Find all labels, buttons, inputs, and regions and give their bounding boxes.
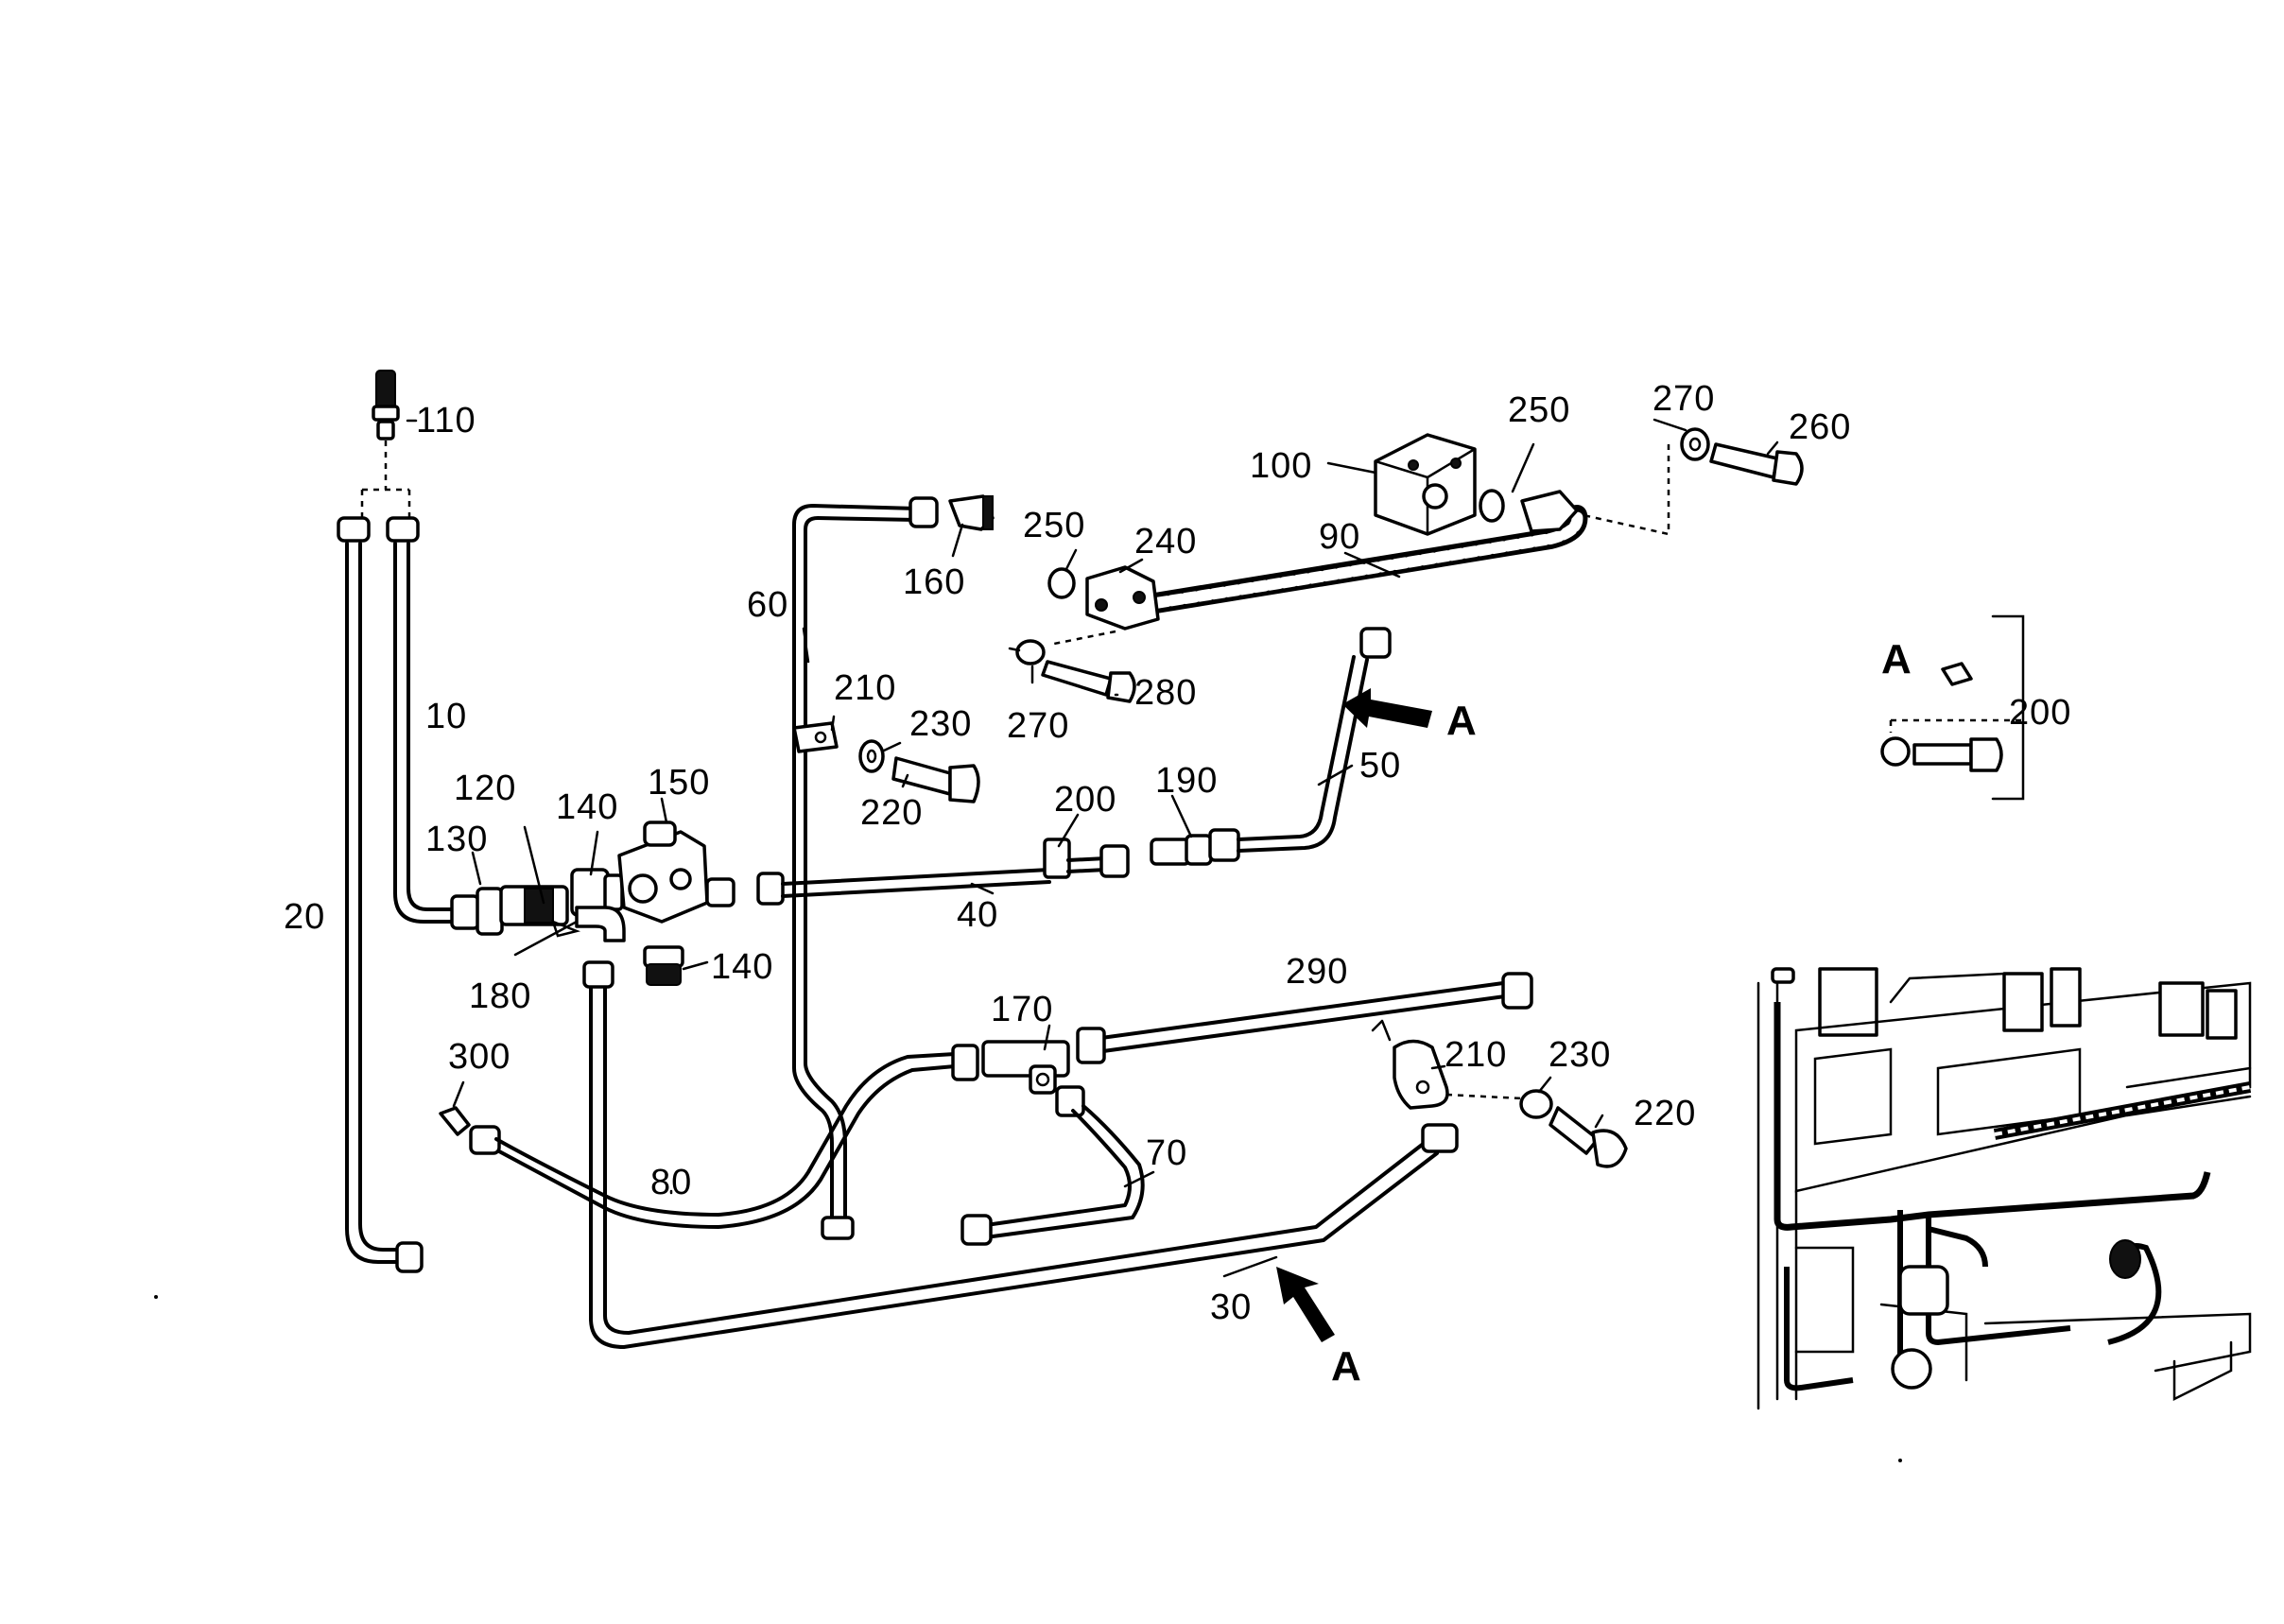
- callout-150: 150: [648, 763, 710, 803]
- callout-220-upper: 220: [860, 793, 923, 833]
- callout-270-right: 270: [1652, 379, 1715, 419]
- callout-20: 20: [284, 897, 325, 937]
- callout-130: 130: [425, 820, 488, 859]
- view-arrow-lower: [1276, 1267, 1335, 1342]
- callout-190: 190: [1155, 761, 1218, 801]
- callout-200-detail: 200: [2009, 693, 2071, 733]
- callout-200-pipe: 200: [1054, 780, 1116, 820]
- scan-speck: [154, 1295, 158, 1299]
- fitting-120: [499, 885, 581, 938]
- pipe-80: [469, 1044, 979, 1229]
- elbow-180: [575, 906, 626, 942]
- callout-270-left: 270: [1007, 706, 1069, 746]
- callout-30: 30: [1210, 1287, 1252, 1327]
- detail-a: [1880, 614, 2025, 801]
- callout-40: 40: [957, 895, 998, 935]
- callout-160: 160: [903, 562, 965, 602]
- pipe-30: [582, 960, 1459, 1349]
- washer-270-right: [1583, 427, 1710, 536]
- callout-220-lower: 220: [1634, 1094, 1696, 1133]
- o-ring-250-right: [1479, 489, 1505, 523]
- view-label-a-lower: A: [1331, 1343, 1361, 1390]
- fitting-140-lower: [643, 945, 684, 986]
- callout-120: 120: [454, 769, 516, 808]
- callout-230-lower: 230: [1549, 1035, 1611, 1075]
- hose-90: [1133, 490, 1588, 615]
- clamp-210-upper: [792, 721, 839, 753]
- valve-150: [617, 821, 709, 924]
- pipe-40: [705, 838, 1130, 907]
- washer-270-left: [1008, 639, 1046, 665]
- pipe-10: [386, 516, 454, 924]
- callout-140-lower: 140: [711, 947, 773, 987]
- callout-250-left: 250: [1023, 506, 1085, 545]
- detail-label-a: A: [1881, 636, 1912, 682]
- callout-170: 170: [991, 990, 1053, 1029]
- callout-290: 290: [1286, 952, 1348, 992]
- fitting-160: [948, 494, 995, 531]
- callout-250-right: 250: [1508, 390, 1570, 430]
- tee-170: [981, 1040, 1070, 1095]
- view-arrow-upper: [1342, 688, 1432, 728]
- view-label-a-upper: A: [1446, 698, 1477, 744]
- pipe-20: [337, 516, 424, 1273]
- bolt-260: [1709, 442, 1804, 486]
- callout-90: 90: [1319, 517, 1360, 557]
- clamp-210-lower: [1371, 1019, 1523, 1110]
- pipe-60: [792, 496, 939, 1240]
- pipe-70: [960, 1085, 1145, 1246]
- callout-70: 70: [1146, 1133, 1187, 1173]
- scan-speck: [1898, 1459, 1902, 1462]
- callout-180: 180: [469, 976, 531, 1016]
- flange-240: [1048, 565, 1160, 647]
- callout-labels: 110 10 20 120 130 140 150 140 180 300 80…: [284, 379, 2071, 1390]
- callout-210-lower: 210: [1445, 1035, 1507, 1075]
- bolt-220-lower: [1549, 1106, 1628, 1168]
- pipe-290: [1076, 972, 1533, 1064]
- callout-260: 260: [1789, 407, 1851, 447]
- callout-140-upper: 140: [556, 787, 618, 827]
- callout-10: 10: [425, 697, 467, 736]
- callout-110: 110: [416, 401, 476, 441]
- callout-280: 280: [1134, 673, 1197, 713]
- fitting-300: [439, 1106, 471, 1136]
- callout-230-upper: 230: [909, 704, 972, 744]
- pipe-50: [1150, 627, 1392, 866]
- callout-80: 80: [650, 1163, 692, 1202]
- washer-230-upper: [858, 739, 885, 773]
- bolt-220-upper: [891, 756, 980, 803]
- washer-230-lower: [1519, 1089, 1553, 1119]
- callout-60: 60: [747, 585, 788, 625]
- engine-illustration: [1756, 967, 2252, 1410]
- o-ring-250-left: [1047, 567, 1076, 599]
- fitting-110: [360, 370, 411, 518]
- bolt-280: [1041, 660, 1136, 703]
- callout-210-upper: 210: [834, 668, 896, 708]
- callout-300: 300: [448, 1037, 510, 1077]
- leader-lines: [406, 418, 1779, 1278]
- callout-100: 100: [1250, 446, 1312, 486]
- block-100: [1374, 433, 1477, 536]
- callout-50: 50: [1359, 746, 1401, 786]
- fitting-130: [450, 887, 504, 936]
- callout-240: 240: [1134, 522, 1197, 561]
